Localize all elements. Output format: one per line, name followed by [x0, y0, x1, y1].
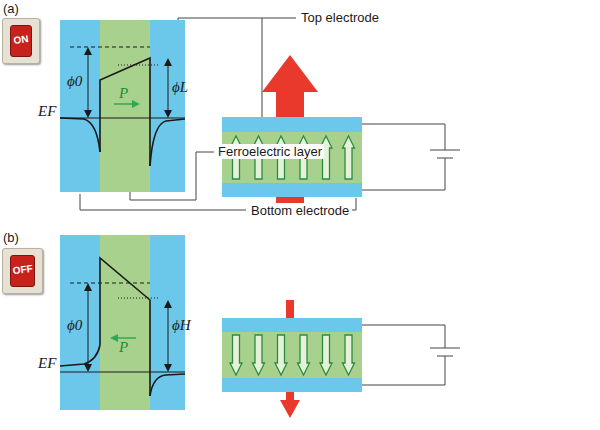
- off-switch-icon: OFF: [2, 248, 43, 294]
- polarization-label: P: [119, 86, 128, 101]
- barrier-height: ϕ0: [67, 74, 82, 89]
- polarization-label: P: [119, 340, 128, 355]
- polarization-arrow: [298, 335, 310, 375]
- device-off: [222, 318, 460, 392]
- band-diagram-on: [60, 20, 185, 192]
- polarization-arrow: [343, 136, 355, 179]
- polarization-arrow: [253, 335, 265, 375]
- barrier-height: ϕ0: [67, 318, 82, 333]
- band-diagram-off: [60, 235, 185, 410]
- barrier-height: ϕH: [172, 318, 191, 333]
- polarization-arrow: [320, 335, 332, 375]
- polarization-arrow: [230, 335, 242, 375]
- polarization-arrow: [343, 335, 355, 375]
- polarization-arrow: [275, 335, 287, 375]
- part-name: Top electrode: [299, 10, 381, 25]
- on-switch-icon: ON: [2, 18, 40, 64]
- panel-label: (b): [3, 230, 19, 245]
- part-name: Bottom electrode: [249, 203, 351, 218]
- fermi-level: EF: [38, 356, 56, 371]
- fermi-level: EF: [38, 104, 56, 119]
- barrier-height: ϕL: [172, 80, 188, 95]
- panel-label: (a): [3, 1, 19, 16]
- part-name: Ferroelectric layer: [216, 144, 324, 159]
